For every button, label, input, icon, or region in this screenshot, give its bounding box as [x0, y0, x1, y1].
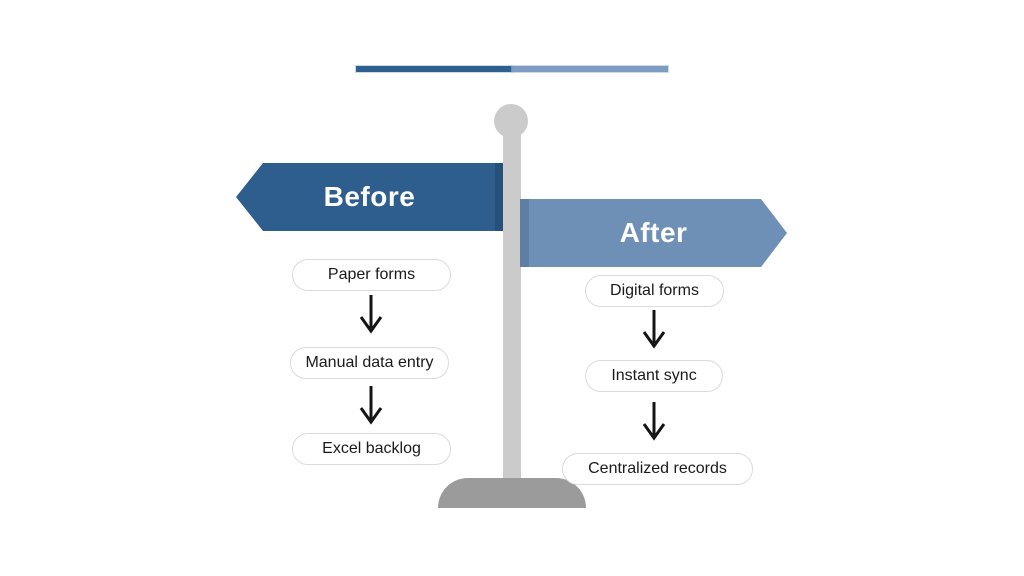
- after-sign-shadow: [520, 199, 529, 267]
- arrow-down-icon: [359, 295, 383, 334]
- arrow-down-icon: [359, 386, 383, 425]
- flow-step-manual-data-entry: Manual data entry: [290, 347, 449, 379]
- flow-step-excel-backlog: Excel backlog: [292, 433, 451, 465]
- signpost-pole: [503, 121, 521, 478]
- signpost-base: [438, 478, 586, 508]
- flow-step-centralized-records: Centralized records: [562, 453, 753, 485]
- flow-step-paper-forms: Paper forms: [292, 259, 451, 291]
- before-sign-label: Before: [323, 181, 416, 212]
- arrow-down-icon: [642, 310, 666, 349]
- arrow-down-icon: [642, 402, 666, 441]
- after-sign-label: After: [619, 217, 688, 248]
- progress-bar-after-segment: [512, 66, 668, 72]
- flow-step-digital-forms: Digital forms: [585, 275, 724, 307]
- progress-bar-before-segment: [356, 66, 512, 72]
- after-sign: After: [520, 199, 787, 267]
- before-sign-shadow: [495, 163, 503, 231]
- flow-step-instant-sync: Instant sync: [585, 360, 723, 392]
- before-sign: Before: [236, 163, 503, 231]
